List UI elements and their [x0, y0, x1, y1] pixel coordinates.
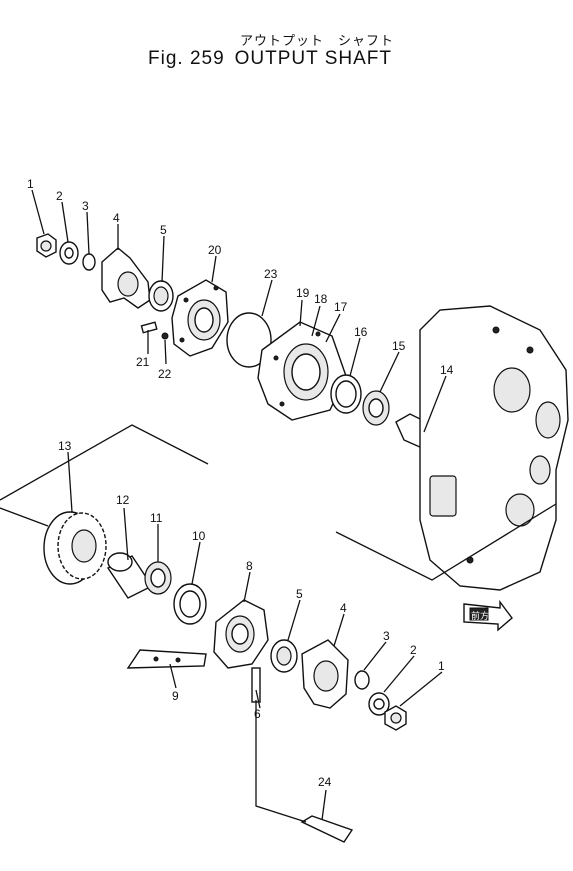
- callout-14: 14: [440, 363, 454, 377]
- part-seal-lower: [270, 639, 298, 673]
- part-bearing-cone-15: [362, 390, 390, 426]
- callout-4-lower: 4: [340, 601, 347, 615]
- figure-number: Fig. 259: [148, 48, 225, 69]
- callout-11: 11: [150, 511, 163, 525]
- callout-13: 13: [58, 439, 72, 453]
- part-cover-20: [171, 279, 229, 357]
- callout-9: 9: [172, 689, 179, 703]
- part-coupling-lower: [301, 639, 349, 709]
- callout-8: 8: [246, 559, 253, 573]
- part-washer-22: [161, 332, 169, 340]
- callout-20: 20: [208, 243, 222, 257]
- part-pin-6: [251, 667, 261, 703]
- part-bearing-11: [144, 561, 172, 595]
- callout-22: 22: [158, 367, 172, 381]
- part-nut-upper: [36, 233, 57, 258]
- callout-17: 17: [334, 300, 348, 314]
- callout-16: 16: [354, 325, 368, 339]
- part-bearing-cup-16: [330, 374, 362, 414]
- part-tag-24: [300, 815, 354, 843]
- callout-5-lower: 5: [296, 587, 303, 601]
- direction-badge: 前方: [463, 599, 513, 632]
- callout-21: 21: [136, 355, 150, 369]
- callout-2-upper: 2: [56, 189, 63, 203]
- part-washer-lower: [368, 692, 390, 716]
- callout-3-upper: 3: [82, 199, 89, 213]
- callout-10: 10: [192, 529, 206, 543]
- callout-18: 18: [314, 292, 328, 306]
- frame-line-upper-2: [0, 507, 49, 527]
- callout-5-upper: 5: [160, 223, 167, 237]
- title-japanese: アウトプット シャフト: [240, 34, 395, 49]
- figure-name: OUTPUT SHAFT: [234, 48, 392, 69]
- part-tool-9: [126, 649, 207, 669]
- figure-title: Fig. 259 OUTPUT SHAFT: [148, 48, 402, 70]
- part-washer-upper: [59, 241, 79, 265]
- callout-24: 24: [318, 775, 332, 789]
- callout-19: 19: [296, 286, 310, 300]
- part-gear-13: [43, 511, 107, 585]
- part-oring-lower: [354, 670, 370, 690]
- callout-1-upper: 1: [27, 177, 34, 191]
- frame-line-pin: [255, 700, 307, 823]
- callout-labels: 1 2 3 4 5 20 23 19 18 17 16 15 14 21 22 …: [27, 177, 454, 789]
- part-nut-lower: [384, 705, 407, 731]
- frame-line-right: [335, 503, 557, 581]
- part-oring-upper: [82, 253, 96, 271]
- part-bolt-21: [140, 321, 158, 334]
- callout-23: 23: [264, 267, 278, 281]
- part-seal-upper: [148, 280, 174, 312]
- transmission-case: [419, 305, 569, 591]
- part-oring-23: [226, 312, 272, 368]
- callout-2-lower: 2: [410, 643, 417, 657]
- part-bearing-cup-10: [173, 583, 207, 625]
- part-cover-8: [213, 599, 269, 669]
- callout-3-lower: 3: [383, 629, 390, 643]
- callout-1-lower: 1: [438, 659, 445, 673]
- part-cage-19: [257, 321, 347, 421]
- direction-badge-label: 前方: [471, 610, 489, 622]
- callout-12: 12: [116, 493, 130, 507]
- callout-15: 15: [392, 339, 406, 353]
- part-coupling-upper: [101, 247, 151, 309]
- frame-line-upper: [0, 424, 209, 501]
- part-sleeve-12: [106, 552, 154, 599]
- callout-4-upper: 4: [113, 211, 120, 225]
- leader-lines: [31, 189, 447, 821]
- callout-6: 6: [254, 707, 261, 721]
